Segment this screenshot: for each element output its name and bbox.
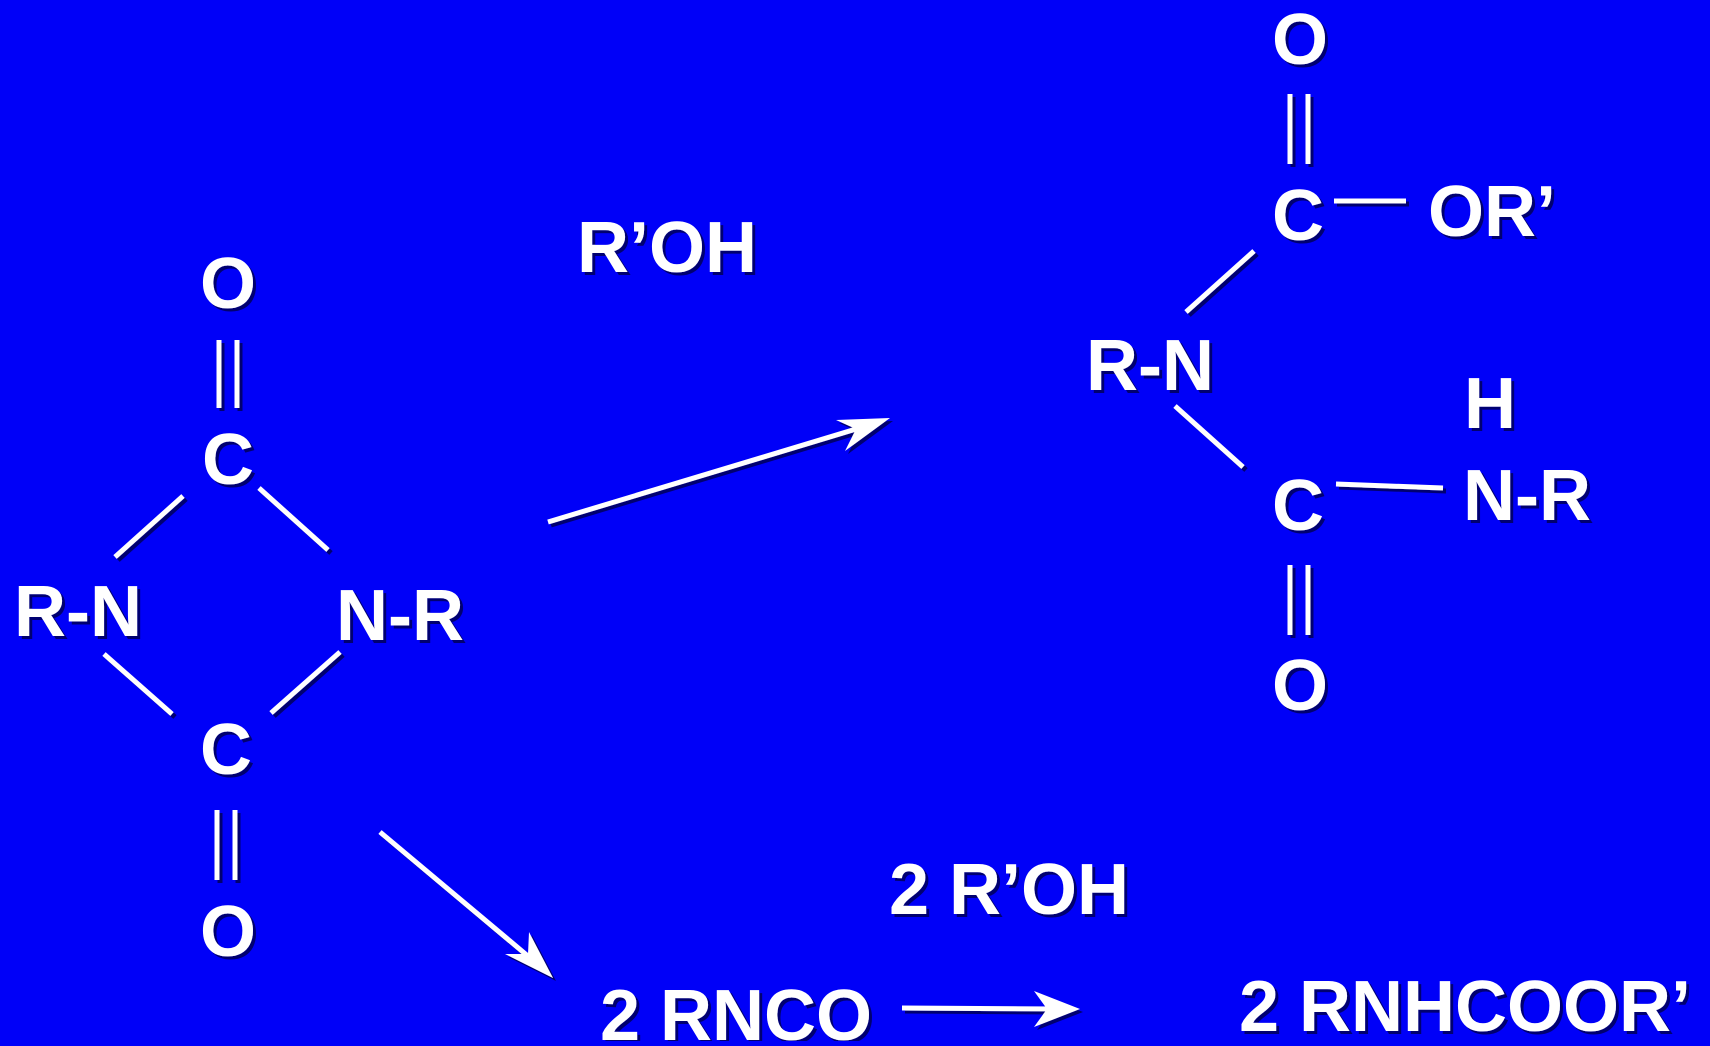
product1-ester-oxygen: O — [1272, 0, 1328, 80]
reactant-top-oxygen: O — [200, 244, 256, 324]
product1-ester-carbon: C — [1272, 176, 1324, 256]
urethane-arrowhead — [1034, 991, 1080, 1027]
reactant-bond-right-c-bottom — [269, 650, 342, 715]
upper-reaction-arrow-shaft — [547, 423, 867, 525]
reagent-alcohol: R’OH — [577, 208, 757, 288]
product-allophanate: O C OR’ R-N C H N-R O — [1086, 0, 1591, 726]
reactant-left-nitrogen: R-N — [14, 572, 142, 652]
product1-amide-carbon: C — [1272, 466, 1324, 546]
reactant-right-nitrogen: N-R — [336, 576, 464, 656]
reactant-bottom-carbon: C — [200, 710, 252, 790]
product-urethane: 2 RNHCOOR’ — [1239, 967, 1691, 1041]
cleavage-arrowhead — [505, 932, 553, 978]
lower-reaction: 2 RNCO 2 R’OH 2 RNHCOOR’ — [378, 830, 1691, 1046]
reactant-top-carbon: C — [202, 420, 254, 500]
reactant-bond-c-top-left — [113, 494, 185, 559]
product1-amide-oxygen: O — [1272, 646, 1328, 726]
urethane-arrow-shaft — [901, 1005, 1059, 1012]
reagent-alcohol-2: 2 R’OH — [889, 850, 1129, 930]
product1-bond-c-n — [1184, 249, 1256, 314]
intermediate-isocyanate: 2 RNCO — [600, 976, 872, 1041]
cleavage-arrow-shaft — [378, 830, 537, 964]
product1-nh-group: N-R — [1463, 456, 1591, 536]
product1-nitrogen: R-N — [1086, 326, 1214, 406]
product1-nh-hydrogen: H — [1464, 364, 1516, 444]
upper-reaction-arrowhead — [836, 418, 890, 451]
upper-reaction: R’OH — [547, 208, 890, 525]
product1-bond-c-nh — [1335, 481, 1444, 491]
reactant-bond-left-c-bottom — [102, 652, 174, 716]
reactant-bottom-oxygen: O — [200, 892, 256, 972]
product1-ester-alkoxy: OR’ — [1428, 172, 1556, 252]
product1-bond-n-c — [1173, 404, 1245, 469]
reactant-molecule: O C R-N N-R C O — [14, 244, 464, 972]
reactant-bond-c-top-right — [257, 486, 330, 552]
